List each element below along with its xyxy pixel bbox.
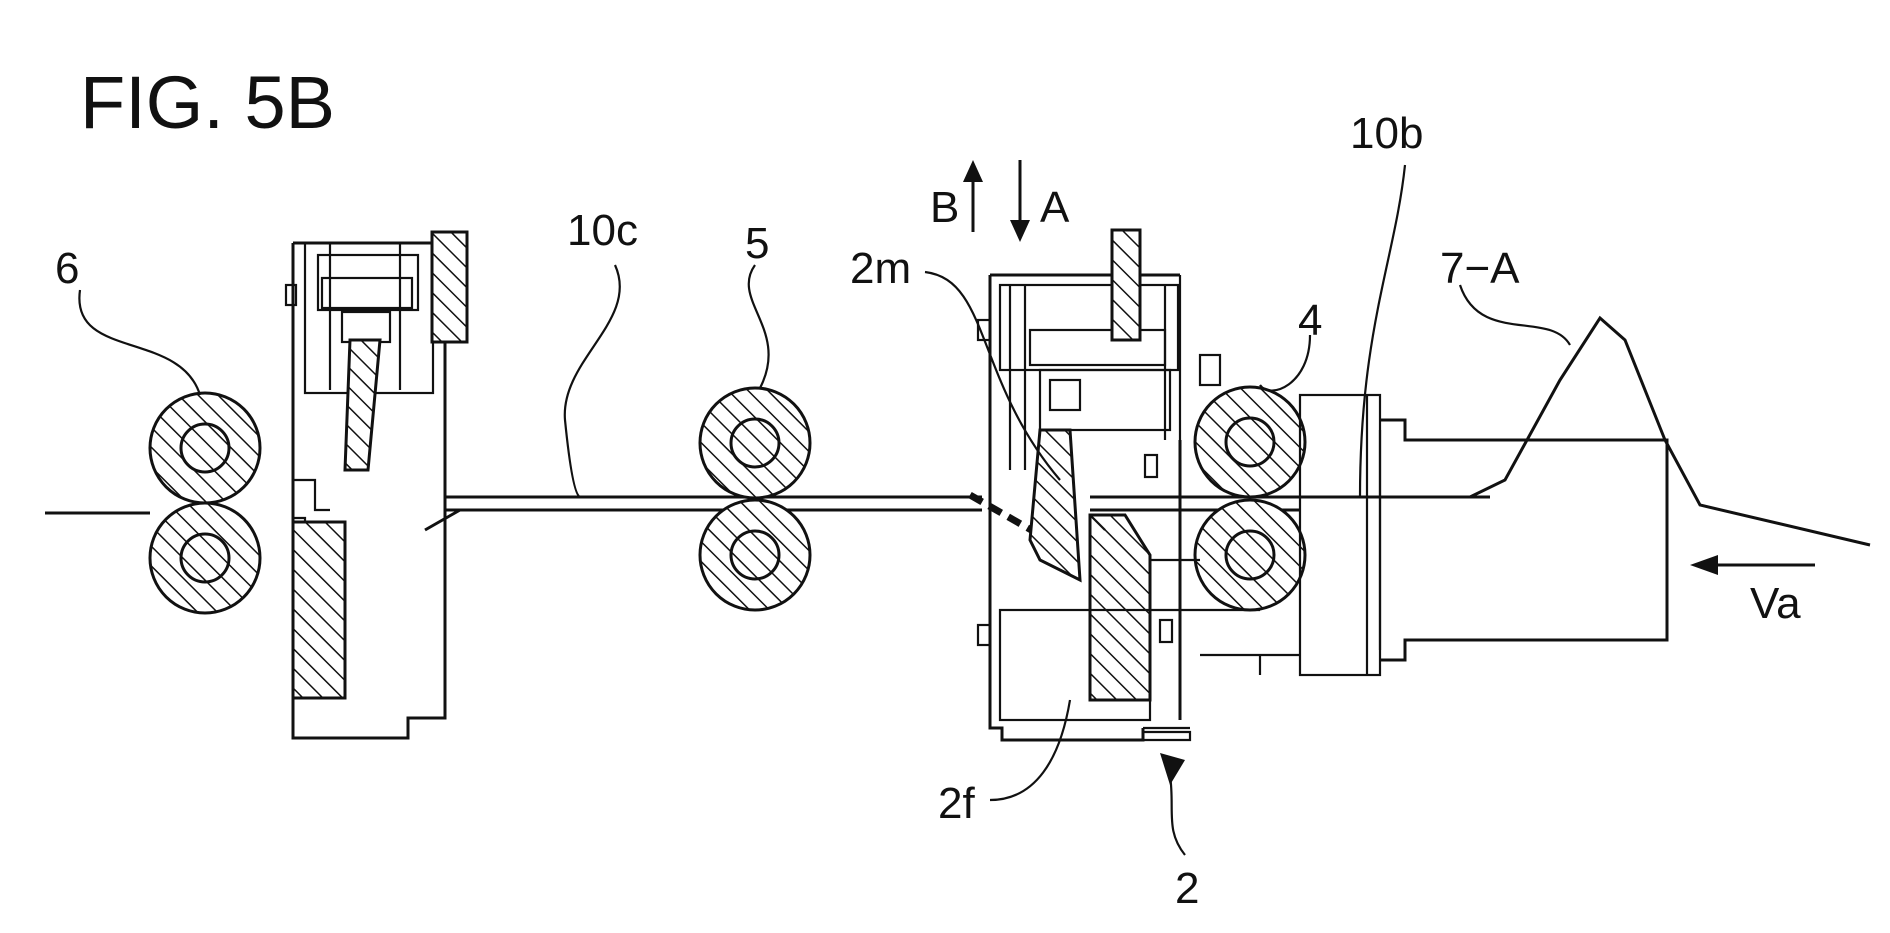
roller-pair-5	[700, 388, 810, 610]
label-velocity-va: Va	[1750, 579, 1801, 628]
arrow-va-left	[1690, 555, 1815, 575]
arrow-a-down	[1010, 160, 1030, 242]
label-sheet-10c: 10c	[567, 206, 638, 255]
label-part-2m: 2m	[850, 244, 911, 293]
feeder-housing	[1300, 395, 1667, 675]
label-sheet-10b: 10b	[1350, 109, 1423, 158]
arrow-b-up	[963, 160, 983, 232]
label-arrow-b: B	[930, 183, 959, 232]
paper-sheet-7a	[1470, 318, 1870, 545]
figure-title: FIG. 5B	[80, 61, 335, 144]
arrow-unit-2	[1160, 753, 1185, 785]
label-unit-2: 2	[1175, 864, 1199, 913]
roller-pair-6	[150, 393, 260, 613]
label-roller-4: 4	[1298, 296, 1322, 345]
label-roller-6: 6	[55, 244, 79, 293]
left-cutter-unit	[286, 232, 467, 738]
label-arrow-a: A	[1040, 183, 1070, 232]
label-part-2f: 2f	[938, 779, 975, 828]
label-roller-5: 5	[745, 219, 769, 268]
label-paper-7a: 7−A	[1440, 244, 1520, 293]
